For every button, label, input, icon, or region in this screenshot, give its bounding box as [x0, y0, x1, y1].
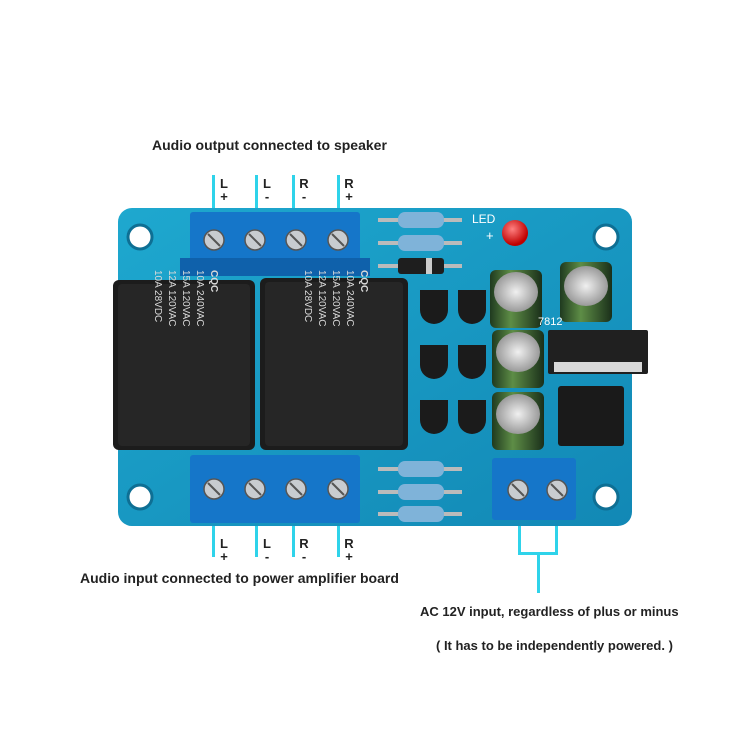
top-terminal-label-3: R- — [299, 176, 309, 204]
top-terminal-block — [180, 212, 370, 276]
bottom-terminal-block — [190, 455, 360, 523]
power-caption: AC 12V input, regardless of plus or minu… — [420, 604, 679, 619]
relay-right-line-1: 10A 240VAC — [344, 270, 355, 327]
power-bracket — [518, 505, 558, 555]
top-terminal-label-4: R+ — [344, 176, 354, 204]
led-plus-label: + — [486, 228, 494, 243]
mounting-hole-tr — [592, 223, 620, 251]
top-caption: Audio output connected to speaker — [152, 137, 387, 153]
relay-left-line-2: 15A 120VAC — [180, 270, 191, 327]
bottom-terminal-line-1 — [212, 505, 215, 557]
relay-left-line-1: 10A 240VAC — [194, 270, 205, 327]
mounting-hole-bl — [126, 483, 154, 511]
relay-left-line-3: 12A 120VAC — [166, 270, 177, 327]
relay-left-label: CQC 10A 240VAC 15A 120VAC 12A 120VAC 10A… — [150, 270, 220, 460]
relay-right-line-2: 15A 120VAC — [330, 270, 341, 327]
resistors-top — [378, 212, 462, 274]
top-terminal-line-2 — [255, 175, 258, 217]
top-terminal-label-1: L+ — [220, 176, 228, 204]
mounting-hole-br — [592, 483, 620, 511]
bridge-rectifier — [558, 386, 624, 446]
led-label: LED — [472, 212, 496, 226]
regulator — [548, 330, 648, 374]
relay-right-brand: CQC — [358, 270, 369, 293]
relay-right-line-3: 12A 120VAC — [316, 270, 327, 327]
bottom-caption: Audio input connected to power amplifier… — [80, 570, 399, 586]
resistors-bottom — [378, 461, 462, 522]
power-note: ( It has to be independently powered. ) — [436, 638, 673, 653]
bottom-terminal-label-4: R+ — [344, 536, 354, 564]
bottom-terminal-line-2 — [255, 505, 258, 557]
power-bracket-stem — [537, 555, 540, 593]
bottom-terminal-label-1: L+ — [220, 536, 228, 564]
bottom-terminal-line-3 — [292, 505, 295, 557]
bottom-terminal-line-4 — [337, 505, 340, 557]
mounting-hole-tl — [126, 223, 154, 251]
top-terminal-label-2: L- — [263, 176, 271, 204]
relay-right-label: CQC 10A 240VAC 15A 120VAC 12A 120VAC 10A… — [300, 270, 370, 460]
top-terminal-line-1 — [212, 175, 215, 217]
transistors — [420, 290, 486, 434]
relay-left-line-4: 10A 28VDC — [152, 270, 163, 323]
bottom-terminal-label-2: L- — [263, 536, 271, 564]
capacitors — [490, 262, 612, 450]
relay-left-brand: CQC — [208, 270, 219, 293]
top-terminal-line-4 — [337, 175, 340, 217]
top-terminal-line-3 — [292, 175, 295, 217]
led — [502, 220, 528, 246]
bottom-terminal-label-3: R- — [299, 536, 309, 564]
relay-right-line-4: 10A 28VDC — [302, 270, 313, 323]
regulator-label: 7812 — [538, 316, 563, 328]
